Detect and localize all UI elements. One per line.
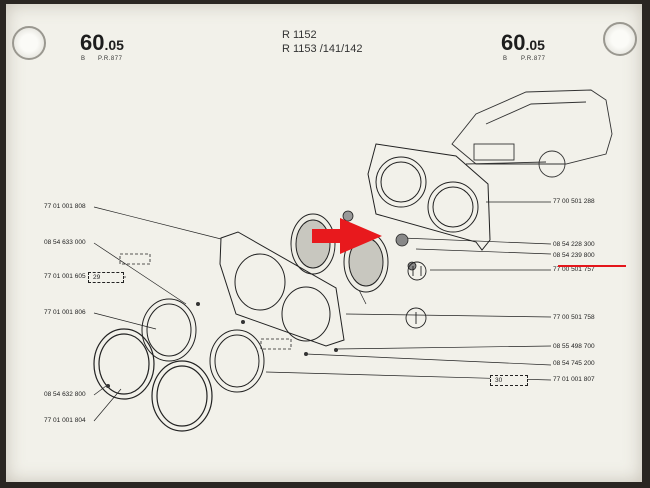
model-line-1: R 1152 bbox=[282, 29, 317, 41]
ref-left-6: 77 01 001 804 bbox=[44, 417, 86, 424]
sealed-beam-units bbox=[290, 213, 389, 293]
ref-left-1: 77 01 001 808 bbox=[44, 203, 86, 210]
screws bbox=[106, 302, 338, 388]
ref-left-2: 08 54 633 000 bbox=[44, 239, 86, 246]
ref-right-7: 08 54 745 200 bbox=[553, 360, 595, 367]
page-number-right: 60.05 bbox=[501, 30, 545, 56]
headlamp-exploded-diagram bbox=[93, 89, 613, 432]
left-sub-a: B bbox=[81, 56, 86, 62]
ref-right-5: 77 00 501 758 bbox=[553, 314, 595, 321]
ref-right-1: 77 00 501 288 bbox=[553, 198, 595, 205]
catalog-page: 60.05 B P.R.877 R 1152 R 1153 /141/142 6… bbox=[6, 4, 642, 482]
ref-left-5: 08 54 632 800 bbox=[44, 391, 86, 398]
right-sub-b: P.R.877 bbox=[521, 56, 546, 62]
ref-right-4: 77 00 501 757 bbox=[553, 266, 595, 273]
page-number-sub-right: .05 bbox=[525, 37, 545, 53]
qty-box-29: 29 bbox=[88, 272, 124, 283]
qty-box-30: 30 bbox=[490, 375, 528, 386]
page-number-sub: .05 bbox=[104, 37, 124, 53]
page-number-left: 60.05 bbox=[80, 30, 124, 56]
outer-rims bbox=[93, 328, 213, 432]
binder-hole-left bbox=[12, 26, 46, 60]
page-number-main: 60 bbox=[80, 30, 105, 55]
model-line-2: R 1153 /141/142 bbox=[282, 43, 363, 55]
circle-symbols bbox=[405, 261, 427, 329]
ref-right-3: 08 54 239 800 bbox=[553, 252, 595, 259]
adjusting-parts bbox=[342, 210, 417, 271]
binder-hole-right bbox=[603, 22, 637, 56]
inner-rings bbox=[141, 298, 265, 393]
dashed-markers bbox=[119, 253, 292, 350]
highlight-arrow bbox=[312, 218, 382, 254]
headlamp-housing bbox=[367, 143, 491, 251]
ref-right-6: 08 55 498 700 bbox=[553, 343, 595, 350]
ref-left-3: 77 01 001 605 bbox=[44, 273, 86, 280]
car-silhouette bbox=[451, 89, 613, 178]
ref-left-4: 77 01 001 806 bbox=[44, 309, 86, 316]
right-sub-a: B bbox=[503, 56, 508, 62]
ref-right-2: 08 54 228 300 bbox=[553, 241, 595, 248]
left-sub-b: P.R.877 bbox=[98, 56, 123, 62]
front-plate bbox=[219, 231, 345, 347]
page-number-main-right: 60 bbox=[501, 30, 526, 55]
ref-right-8: 77 01 001 807 bbox=[553, 376, 595, 383]
highlight-underline bbox=[558, 265, 626, 267]
